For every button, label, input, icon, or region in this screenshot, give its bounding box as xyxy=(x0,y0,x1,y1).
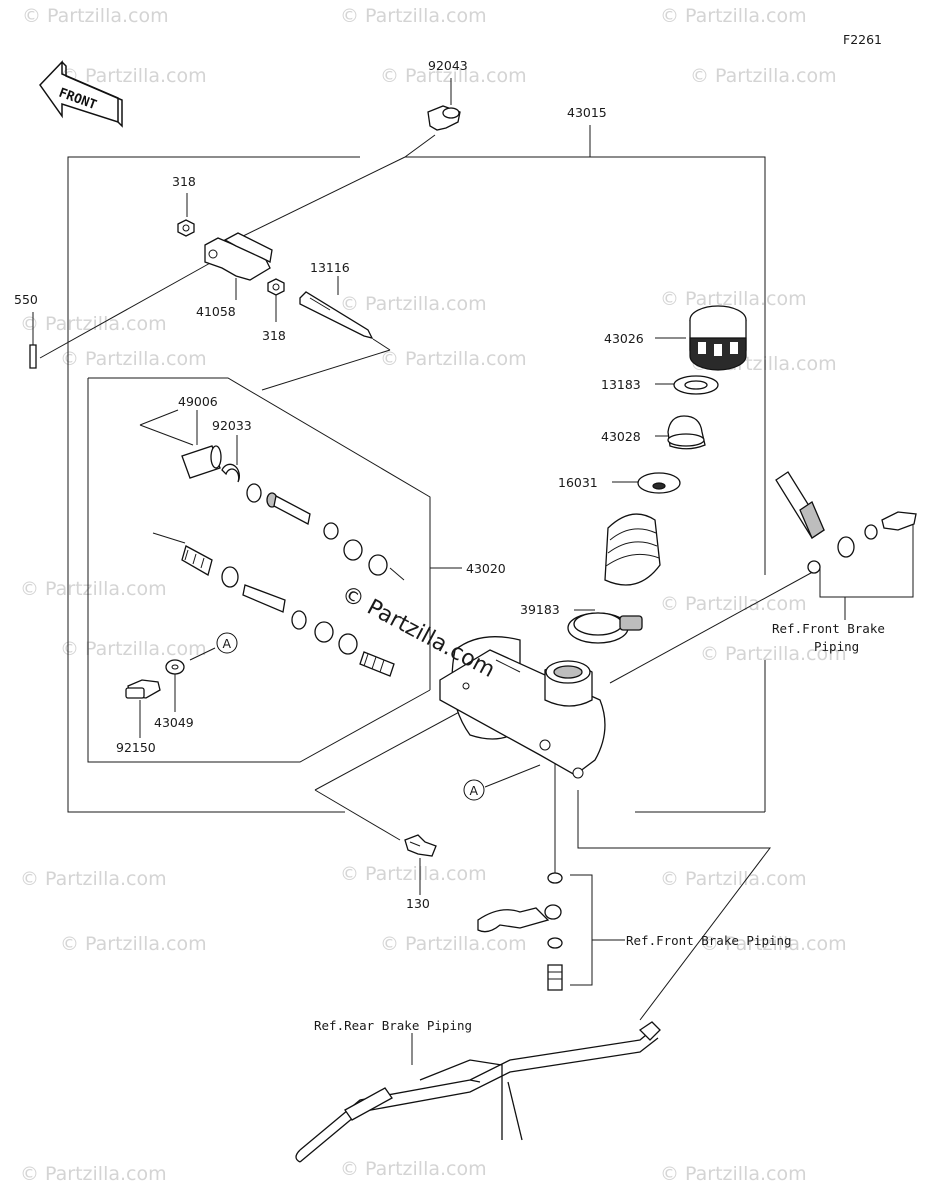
watermark: © Partzilla.com xyxy=(660,1163,807,1185)
part-label: 16031 xyxy=(558,475,598,490)
watermark: © Partzilla.com xyxy=(660,868,807,890)
front-brake-fitting-right xyxy=(775,471,917,574)
bolt-130 xyxy=(404,834,437,857)
ref-front-brake-piping-right: Ref.Front Brake xyxy=(772,621,885,636)
diaphragm-43028 xyxy=(667,415,706,450)
part-label: 13183 xyxy=(601,377,641,392)
watermark: © Partzilla.com xyxy=(380,65,527,87)
reservoir-boot-39183 xyxy=(604,513,661,586)
reference-labels: Ref.Front Brake Piping Ref.Front Brake P… xyxy=(314,621,885,1033)
watermark: © Partzilla.com xyxy=(380,348,527,370)
plate-13183 xyxy=(673,375,719,395)
center-watermark: © Partzilla.com xyxy=(337,581,499,683)
watermark: © Partzilla.com xyxy=(380,933,527,955)
watermark: © Partzilla.com xyxy=(660,288,807,310)
pin-92043 xyxy=(427,105,461,131)
part-label: 92043 xyxy=(428,58,468,73)
pushrod-13116 xyxy=(299,291,374,339)
watermark: © Partzilla.com xyxy=(60,933,207,955)
watermark: © Partzilla.com xyxy=(700,933,847,955)
ref-front-brake-piping-bottom: Ref.Front Brake Piping xyxy=(626,933,792,948)
part-label: 43015 xyxy=(567,105,607,120)
washer-43049 xyxy=(165,659,185,675)
part-label: 43026 xyxy=(604,331,644,346)
watermark: © Partzilla.com xyxy=(660,593,807,615)
nut-318-b xyxy=(267,278,285,296)
callout-a-bottom: A xyxy=(463,779,485,801)
watermark: © Partzilla.com xyxy=(340,1158,487,1180)
watermark: © Partzilla.com xyxy=(20,1163,167,1185)
watermark: © Partzilla.com xyxy=(340,293,487,315)
watermark: © Partzilla.com xyxy=(340,5,487,27)
part-labels: 92043 43015 318 41058 318 13116 550 4302… xyxy=(14,58,644,911)
part-label: 43020 xyxy=(466,561,506,576)
callout-a-top: A xyxy=(216,632,238,654)
clevis-41058 xyxy=(204,232,273,281)
piston-assembly-43020 xyxy=(181,445,395,677)
watermark: © Partzilla.com xyxy=(700,643,847,665)
assembly-frame-43015 xyxy=(67,125,766,813)
watermark: © Partzilla.com xyxy=(20,313,167,335)
rear-brake-piping xyxy=(295,1021,661,1163)
part-label: 318 xyxy=(262,328,286,343)
watermark: © Partzilla.com xyxy=(340,863,487,885)
part-label: 92033 xyxy=(212,418,252,433)
part-label: 43049 xyxy=(154,715,194,730)
part-label: 49006 xyxy=(178,394,218,409)
watermark-layer: © Partzilla.com © Partzilla.com © Partzi… xyxy=(20,5,847,1185)
part-label: 130 xyxy=(406,896,430,911)
part-label: 318 xyxy=(172,174,196,189)
figure-code: F2261 xyxy=(843,32,882,47)
circlip-92033 xyxy=(221,463,240,483)
watermark: © Partzilla.com xyxy=(60,638,207,660)
master-cylinder-body xyxy=(439,636,606,779)
part-label: 13116 xyxy=(310,260,350,275)
hose-clamp-39183 xyxy=(567,612,643,644)
watermark: © Partzilla.com xyxy=(20,868,167,890)
callout-letter: A xyxy=(223,636,232,651)
part-label: 550 xyxy=(14,292,38,307)
watermark: © Partzilla.com xyxy=(690,65,837,87)
part-label: 39183 xyxy=(520,602,560,617)
watermark: © Partzilla.com xyxy=(22,5,169,27)
subassembly-frame-43020 xyxy=(87,377,462,763)
cup-49006 xyxy=(181,445,222,479)
ref-front-brake-piping-right-line2: Piping xyxy=(814,639,859,654)
bolt-92150 xyxy=(125,679,161,699)
part-label: 41058 xyxy=(196,304,236,319)
watermark: © Partzilla.com xyxy=(20,578,167,600)
callout-letter: A xyxy=(470,783,479,798)
leader-lines xyxy=(32,78,914,1065)
part-label: 92150 xyxy=(116,740,156,755)
nut-318-a xyxy=(177,219,195,237)
part-label: 43028 xyxy=(601,429,641,444)
ref-rear-brake-piping: Ref.Rear Brake Piping xyxy=(314,1018,472,1033)
washer-16031 xyxy=(637,472,681,494)
watermark: © Partzilla.com xyxy=(60,65,207,87)
cotter-pin-550 xyxy=(29,344,37,369)
watermark: © Partzilla.com xyxy=(60,348,207,370)
reservoir-cap-43026 xyxy=(689,305,747,371)
front-brake-fitting-bottom xyxy=(477,872,563,991)
watermark: © Partzilla.com xyxy=(660,5,807,27)
